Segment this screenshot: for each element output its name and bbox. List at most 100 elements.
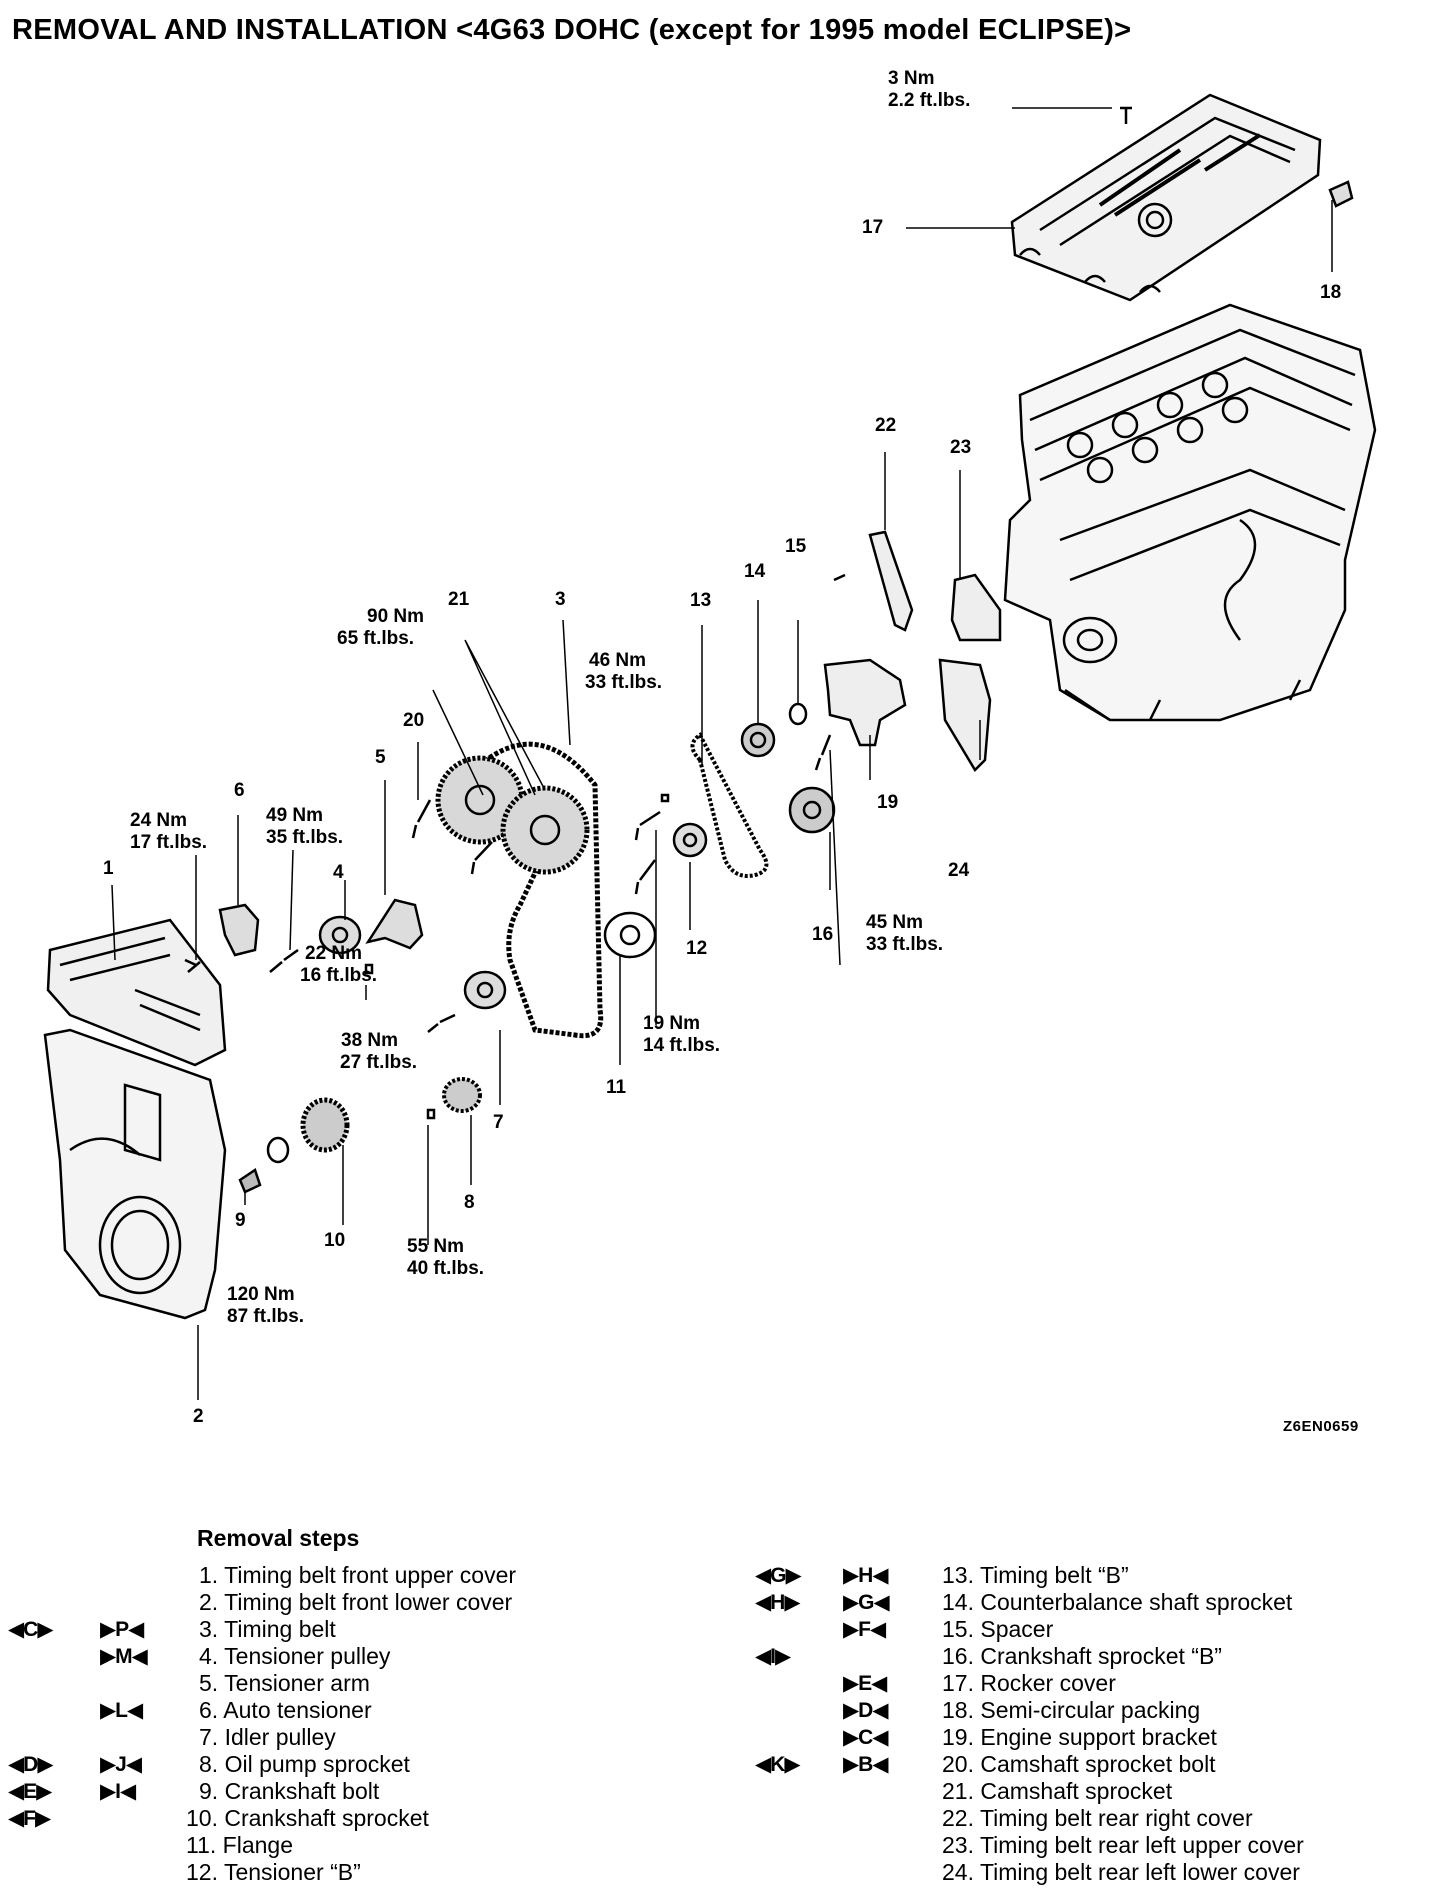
figure-code: Z6EN0659 [1283,1418,1359,1435]
torque-nm: 38 Nm [341,1030,399,1051]
removal-step: ◀G▶▶H◀13. Timing belt “B” [740,1562,1440,1589]
removal-step-text: 3. Timing belt [199,1616,336,1642]
flange-part [603,911,657,959]
torque-ft: 35 ft.lbs. [266,827,344,848]
callout-21: 21 [448,589,470,610]
torque-ft: 27 ft.lbs. [340,1052,418,1073]
timing-belt-rear-right-cover-part [868,530,914,632]
torque-spec-tensioner-pulley-bolt: 22 Nm 16 ft.lbs. [300,943,377,987]
removal-step-text: 20. Camshaft sprocket bolt [942,1751,1216,1777]
removal-step-text: 24. Timing belt rear left lower cover [942,1859,1300,1885]
callout-9: 9 [235,1210,246,1231]
tensioner-pulley-part [318,915,362,955]
removal-step: ▶D◀18. Semi-circular packing [740,1697,1440,1724]
removal-step-text: 7. Idler pulley [199,1724,336,1750]
callout-20: 20 [403,710,425,731]
page-title: REMOVAL AND INSTALLATION <4G63 DOHC (exc… [12,14,1132,46]
removal-step: 12. Tensioner “B” [0,1859,700,1886]
callout-4: 4 [333,862,344,883]
removal-steps-heading: Removal steps [197,1525,360,1551]
removal-step: 1. Timing belt front upper cover [0,1562,700,1589]
removal-step: ▶F◀15. Spacer [740,1616,1440,1643]
removal-step-text: 23. Timing belt rear left upper cover [942,1832,1304,1858]
camshaft-sprocket-part [435,755,590,875]
removal-step: ◀C▶▶P◀3. Timing belt [0,1616,700,1643]
removal-step: ◀E▶▶I◀9. Crankshaft bolt [0,1778,700,1805]
idler-pulley-part [463,970,507,1010]
removal-step: ◀H▶ ▶G◀ 14. Counterbalance shaft sprocket [740,1589,1440,1616]
callout-8: 8 [464,1192,475,1213]
crankshaft-sprocket-b-part [788,786,836,834]
removal-step: 7. Idler pulley [0,1724,700,1751]
exploded-parts-diagram [43,93,1377,1400]
removal-mark: ◀K▶ [755,1753,800,1776]
timing-belt-front-lower-cover-part [43,1028,227,1320]
removal-step-text: 8. Oil pump sprocket [199,1751,410,1777]
removal-step-text: 11. Flange [186,1832,293,1858]
torque-nm: 24 Nm [130,810,188,831]
torque-nm: 45 Nm [866,912,924,933]
oil-pump-sprocket-part [442,1077,482,1113]
installation-mark: ▶H◀ [843,1564,888,1587]
removal-step: 22. Timing belt rear right cover [740,1805,1440,1832]
removal-step: 2. Timing belt front lower cover [0,1589,700,1616]
crankshaft-sprocket-part [300,1097,350,1153]
callout-14: 14 [744,561,766,582]
torque-spec-tensioner-b-bolt: 46 Nm 33 ft.lbs. [585,650,662,694]
engine-support-bracket-part [823,658,907,747]
torque-spec-crankshaft-bolt: 120 Nm 87 ft.lbs. [227,1284,304,1328]
semi-circular-packing-part [1328,180,1354,208]
callout-22: 22 [875,415,897,436]
removal-mark: ◀E▶ [8,1780,52,1803]
rocker-cover-bolt-part [1120,106,1132,124]
installation-mark: ▶L◀ [100,1699,143,1722]
installation-mark: ▶J◀ [100,1753,142,1776]
bolt-part [184,573,846,1120]
torque-spec-auto-tensioner-bolt: 24 Nm 17 ft.lbs. [130,810,207,854]
callout-19: 19 [877,792,899,813]
removal-step-text: 10. Crankshaft sprocket [186,1805,429,1831]
removal-step-text: 12. Tensioner “B” [186,1859,361,1885]
removal-step-text: 14. Counterbalance shaft sprocket [942,1589,1293,1615]
installation-mark: ▶I◀ [100,1780,136,1803]
installation-mark: ▶G◀ [843,1591,890,1614]
callout-13: 13 [690,590,712,611]
auto-tensioner-part [218,903,260,957]
removal-step-text: 15. Spacer [942,1616,1054,1642]
removal-mark: ◀D▶ [8,1753,53,1776]
torque-nm: 90 Nm [367,606,425,627]
removal-steps-right-column: ◀G▶▶H◀13. Timing belt “B”◀H▶ ▶G◀ 14. Count… [740,1562,1440,1886]
torque-nm: 22 Nm [305,943,363,964]
torque-nm: 19 Nm [643,1013,701,1034]
removal-step-text: 19. Engine support bracket [942,1724,1217,1750]
torque-nm: 120 Nm [227,1284,295,1305]
leader-lines [111,107,1333,1400]
removal-step-text: 5. Tensioner arm [199,1670,370,1696]
callout-12: 12 [686,938,708,959]
removal-step-text: 1. Timing belt front upper cover [199,1562,517,1588]
removal-step-text: 4. Tensioner pulley [199,1643,391,1669]
counterbalance-shaft-sprocket-part [740,722,776,758]
torque-spec-camshaft-sprocket-bolt: 90 Nm 65 ft.lbs. [337,606,424,650]
installation-mark: ▶B◀ [843,1753,888,1776]
removal-step-text: 22. Timing belt rear right cover [942,1805,1253,1831]
removal-step: ◀D▶ ▶J◀ 8. Oil pump sprocket [0,1751,700,1778]
callout-17: 17 [862,217,884,238]
removal-step-text: 21. Camshaft sprocket [942,1778,1173,1804]
torque-spec-tensioner-arm-bolt: 49 Nm 35 ft.lbs. [266,805,343,849]
removal-mark: ◀H▶ [755,1591,800,1614]
removal-step-text: 18. Semi-circular packing [942,1697,1201,1723]
callout-7: 7 [493,1112,504,1133]
callout-11: 11 [606,1077,627,1098]
removal-step-text: 6. Auto tensioner [199,1697,372,1723]
callout-6: 6 [234,780,245,801]
callout-24: 24 [948,860,970,881]
installation-mark: ▶C◀ [843,1726,888,1749]
engine-block-part [1003,303,1377,722]
timing-belt-front-upper-cover-part [46,918,227,1067]
torque-ft: 40 ft.lbs. [407,1258,485,1279]
removal-step: ◀K▶ ▶B◀ 20. Camshaft sprocket bolt [740,1751,1440,1778]
installation-mark: ▶P◀ [100,1618,144,1641]
removal-step: ◀I▶16. Crankshaft sprocket “B” [740,1643,1440,1670]
